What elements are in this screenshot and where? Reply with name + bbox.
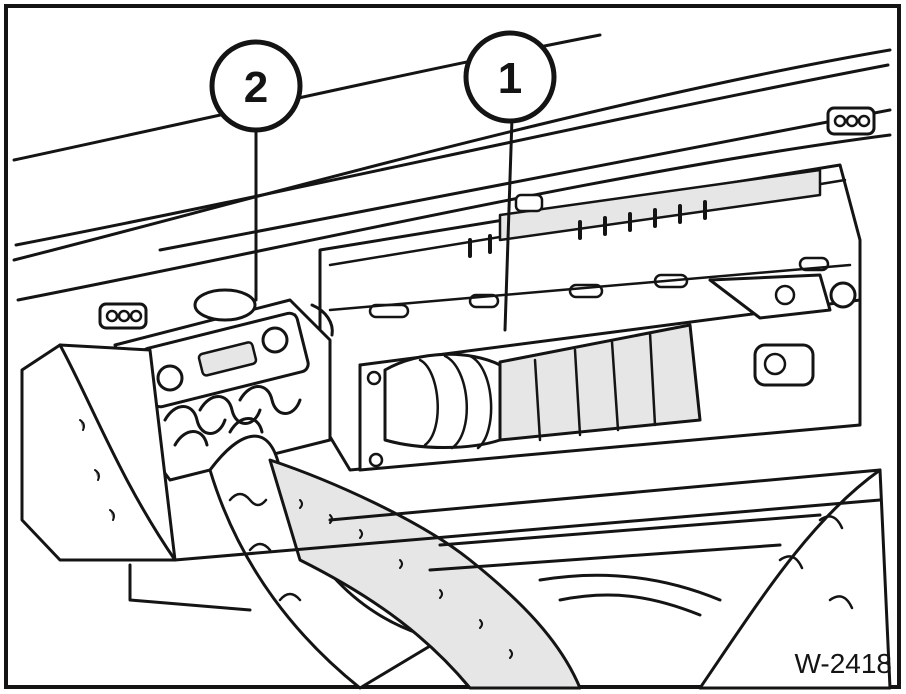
lower-console-lines <box>128 468 882 617</box>
upper-right-mount <box>826 106 876 136</box>
fuse-relay-block <box>98 288 334 482</box>
callout-1: 1 <box>463 30 557 124</box>
callout-2: 2 <box>209 39 303 133</box>
lower-left-trim <box>20 343 177 562</box>
callout-2-label: 2 <box>244 63 268 112</box>
callout-1-label: 1 <box>498 54 522 103</box>
electronic-control-unit <box>358 273 862 472</box>
figure-id-label: W-2418 <box>794 648 892 679</box>
callout-leaders <box>254 116 514 332</box>
